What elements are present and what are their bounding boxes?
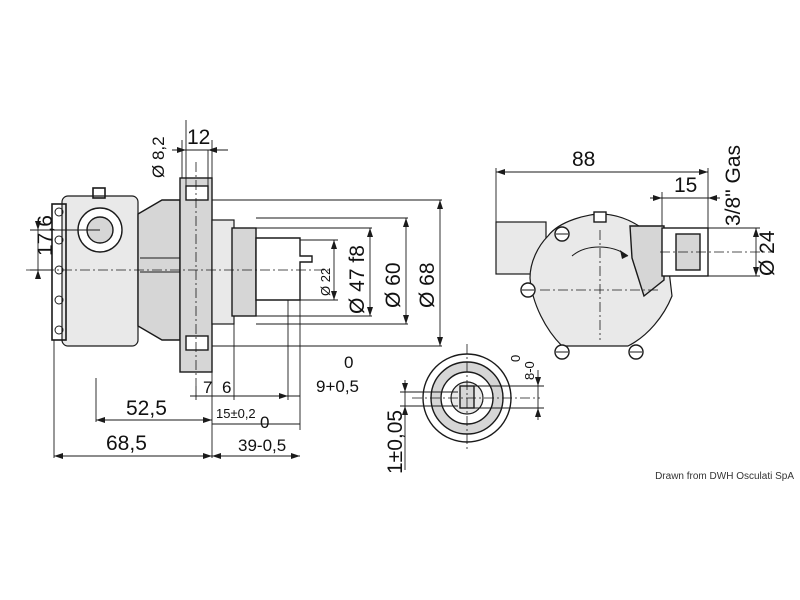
dim-7: 7 [203,378,212,397]
dim-39-upper-tolerance: 0 [260,413,269,432]
dim-outlet-diameter: Ø 24 [756,230,779,276]
dim-port-offset: 17,6 [34,215,57,256]
spigot [211,219,235,325]
dim-9: 9+0,5 [316,377,359,396]
front-view: 88 15 3/8" Gas Ø 24 [495,145,779,360]
dim-88: 88 [572,148,595,171]
dim-8-upper-tolerance: 0 [508,355,523,362]
cover-bolt [54,207,64,217]
dim-68-5: 68,5 [106,432,147,455]
dim-39: 39-0,5 [238,436,286,455]
dim-flange-diameter: Ø 68 [416,262,439,308]
thread-size: 3/8" Gas [722,145,745,226]
dim-1-tolerance: 1±0,05 [384,410,407,474]
cover-bolt [54,235,64,245]
dim-spigot-diameter: Ø 47 f8 [346,245,369,314]
cover-bolt [54,325,64,335]
dim-9-upper-tolerance: 0 [344,353,353,372]
dim-15-port: 15 [674,174,697,197]
top-screw [92,187,106,199]
dim-bolt-circle: Ø 60 [382,262,405,308]
outlet-elbow [629,225,665,298]
body-cover [51,203,67,341]
dim-width-12: 12 [187,126,210,149]
dim-52-5: 52,5 [126,397,167,420]
cover-bolt [54,295,64,305]
dim-hole-diameter: Ø 8,2 [149,136,168,178]
dim-8: 8-0 [522,361,537,380]
dim-15-tolerance: 15±0,2 [216,406,256,421]
top-knob [593,211,607,223]
credit-note: Drawn from DWH Osculati SpA [655,471,794,482]
shaft [255,237,313,301]
shaft-end-view: 1±0,05 8-0 0 [384,344,544,474]
side-view: 12 Ø 8,2 17,6 Ø 22 Ø 47 f8 Ø 60 Ø 68 [26,120,443,459]
dim-shaft-diameter: Ø 22 [318,268,333,296]
dim-6: 6 [222,378,231,397]
